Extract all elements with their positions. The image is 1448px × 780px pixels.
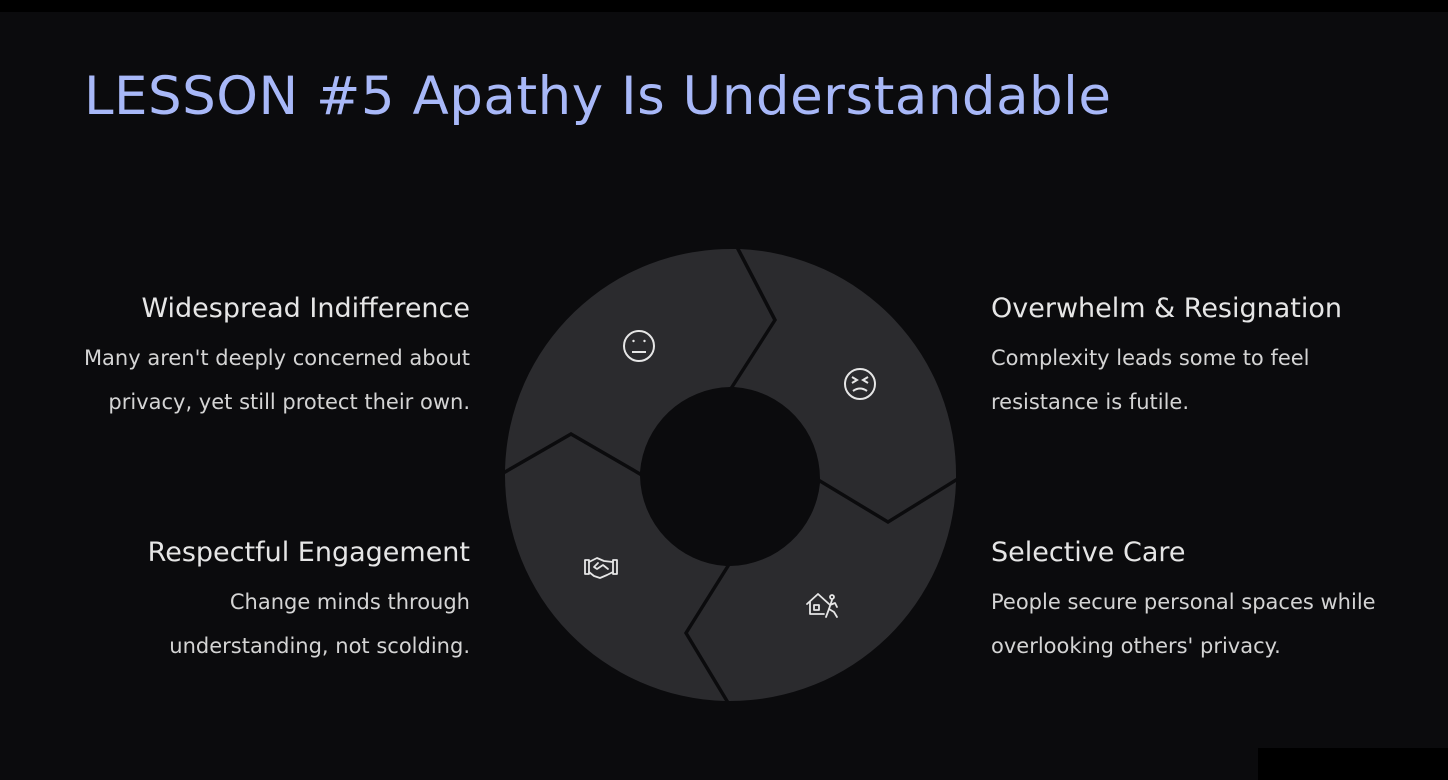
description-line: Change minds through — [229, 590, 470, 614]
neutral-face-icon — [623, 330, 655, 362]
description-line: Complexity leads some to feel — [991, 346, 1310, 370]
quadrant-description: People secure personal spaces while over… — [991, 580, 1391, 668]
description-line: Many aren't deeply concerned about — [83, 346, 470, 370]
quadrant-description: Many aren't deeply concerned about priva… — [70, 336, 470, 424]
quadrant-heading: Widespread Indifference — [141, 293, 470, 324]
description-line: overlooking others' privacy. — [991, 634, 1281, 658]
description-line: privacy, yet still protect their own. — [108, 390, 470, 414]
frustrated-face-icon — [844, 368, 876, 400]
quadrant-respectful-engagement: Respectful Engagement Change minds throu… — [70, 536, 470, 668]
quadrant-selective-care: Selective Care People secure personal sp… — [991, 536, 1391, 668]
description-line: resistance is futile. — [991, 390, 1190, 414]
quadrant-heading: Overwhelm & Resignation — [991, 293, 1343, 324]
slide-title: LESSON #5 Apathy Is Understandable — [84, 66, 1112, 127]
handshake-icon — [584, 557, 618, 579]
quadrant-widespread-indifference: Widespread Indifference Many aren't deep… — [70, 292, 470, 424]
description-line: understanding, not scolding. — [169, 634, 470, 658]
quadrant-heading: Respectful Engagement — [147, 537, 470, 568]
quadrant-heading: Selective Care — [991, 537, 1186, 568]
segment-bottom-left — [504, 436, 726, 701]
description-line: People secure personal spaces while — [991, 590, 1376, 614]
house-person-icon — [806, 593, 838, 618]
quadrant-description: Complexity leads some to feel resistance… — [991, 336, 1391, 424]
top-frame-bar — [0, 0, 1448, 12]
corner-overlay — [1258, 748, 1448, 780]
segment-bottom-right — [688, 482, 956, 702]
quadrant-overwhelm-resignation: Overwhelm & Resignation Complexity leads… — [991, 292, 1391, 424]
quadrant-description: Change minds through understanding, not … — [70, 580, 470, 668]
